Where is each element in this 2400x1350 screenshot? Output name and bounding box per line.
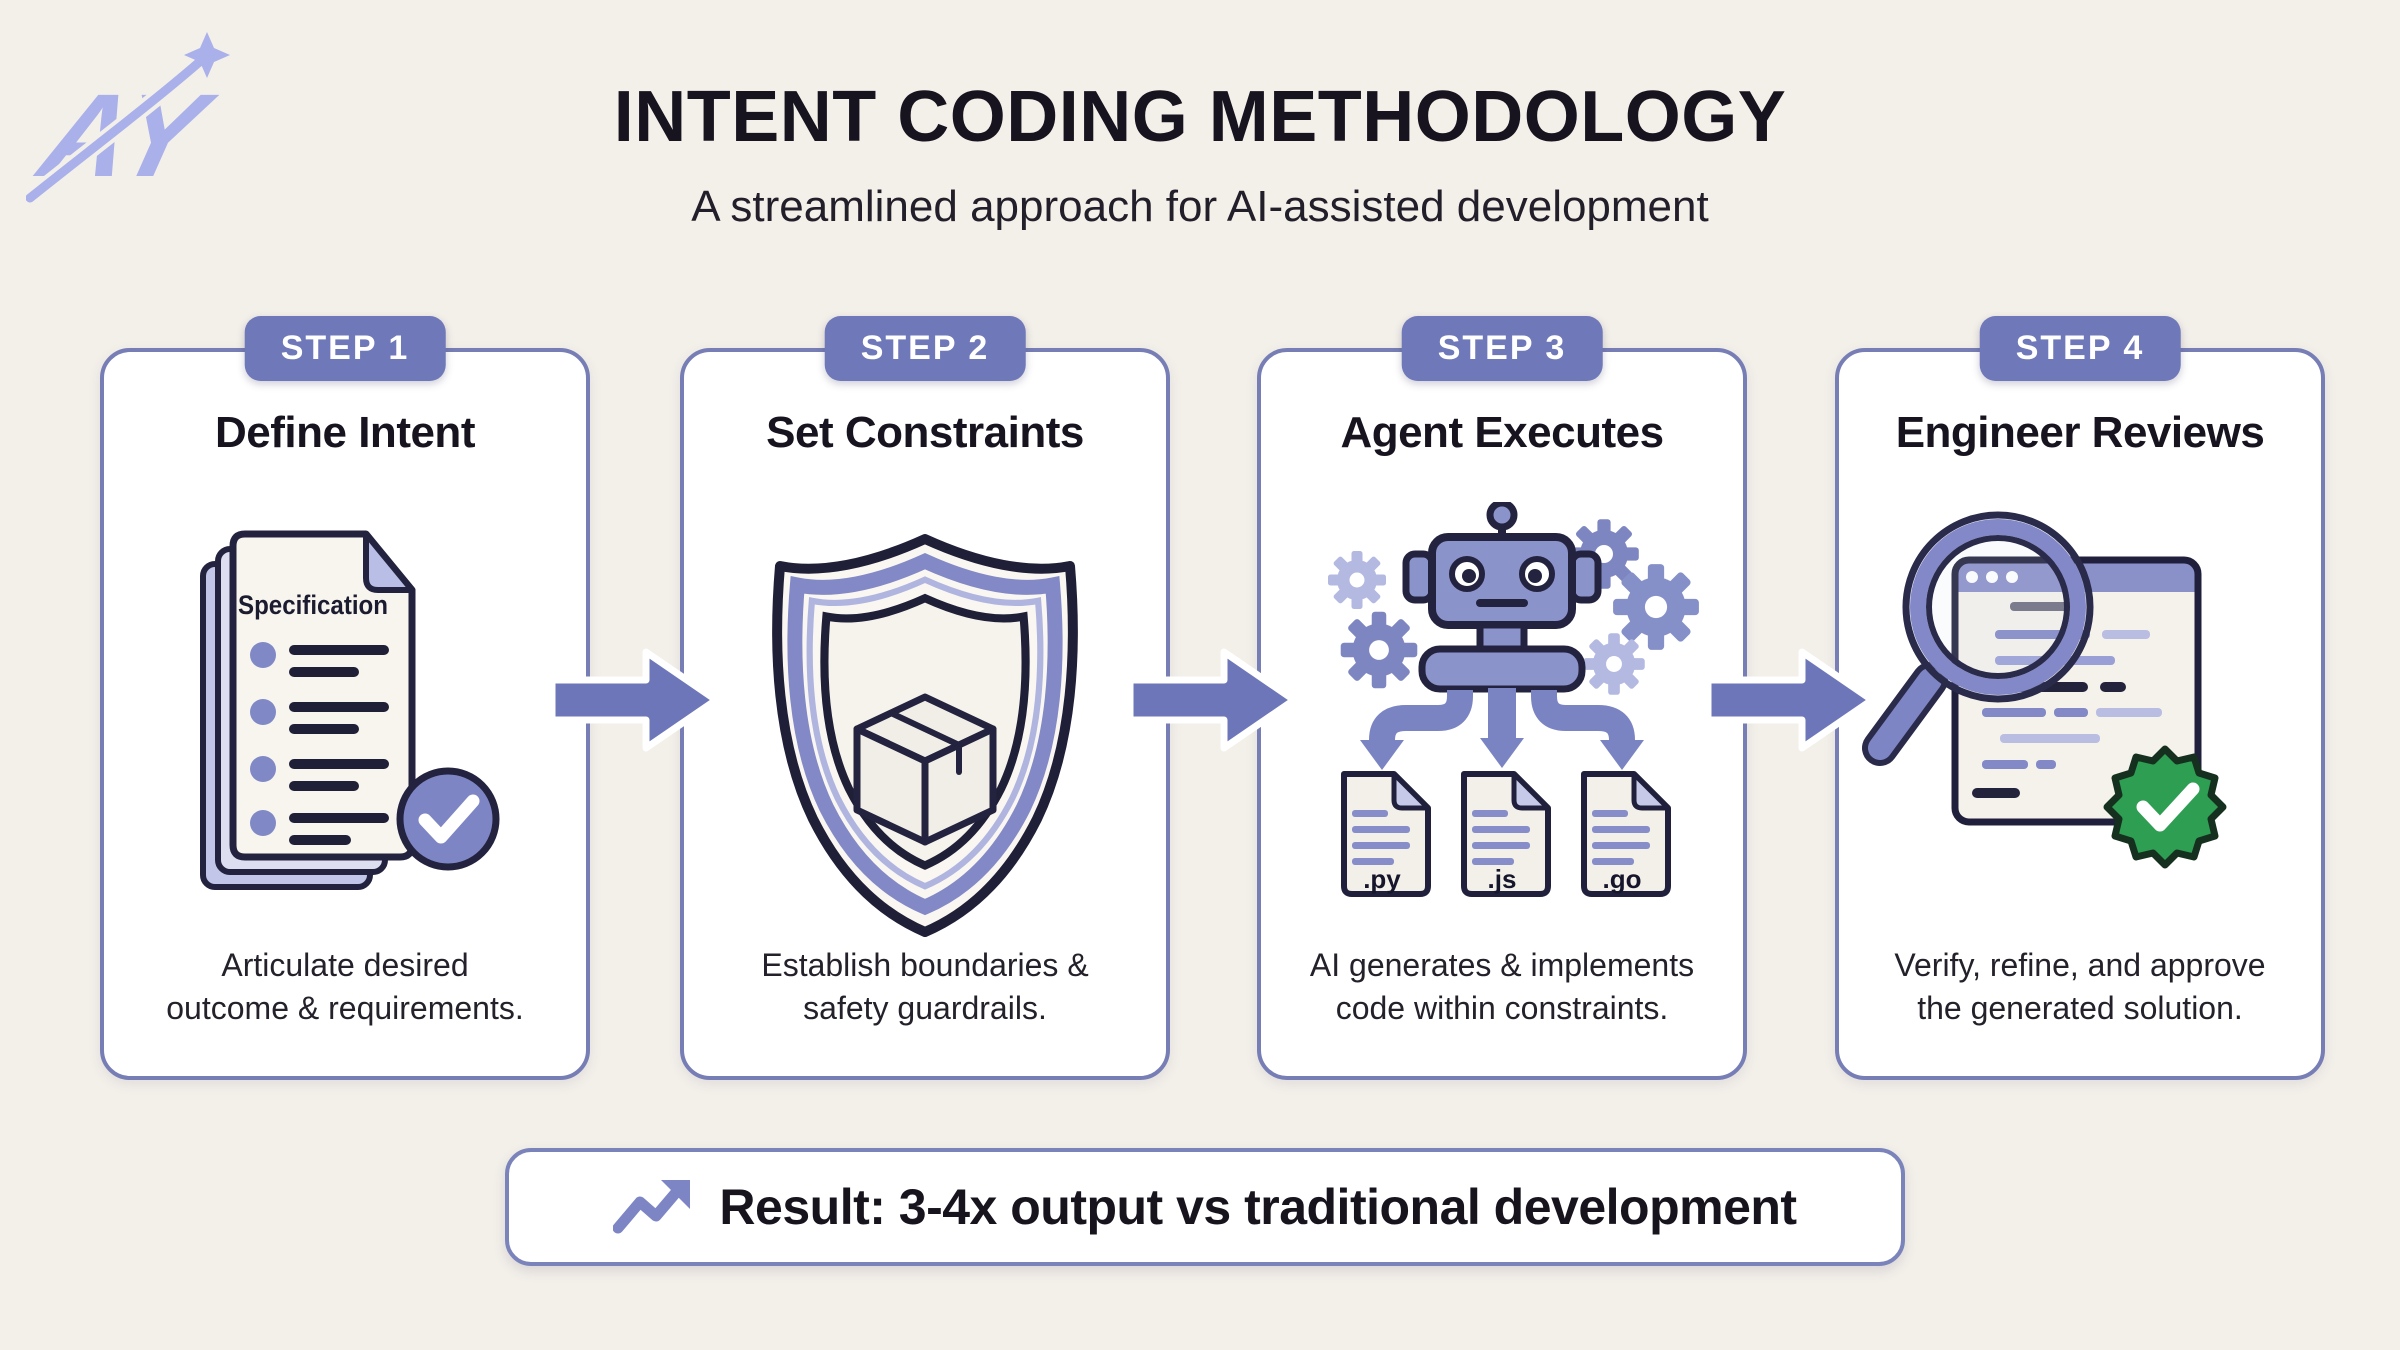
caption-line: Verify, refine, and approve bbox=[1894, 946, 2266, 983]
caption-line: outcome & requirements. bbox=[166, 989, 524, 1026]
step-3-caption: AI generates & implements code within co… bbox=[1279, 944, 1725, 1030]
caption-line: safety guardrails. bbox=[803, 989, 1047, 1026]
file-ext-js: .js bbox=[1488, 864, 1517, 894]
trending-up-icon bbox=[613, 1180, 691, 1234]
result-banner: Result: 3-4x output vs traditional devel… bbox=[505, 1148, 1905, 1266]
robot-gears-icon: .py .js .go bbox=[1328, 502, 1699, 897]
document-label: Specification bbox=[238, 590, 388, 620]
step-card-engineer-reviews: STEP 4 Engineer Reviews bbox=[1835, 316, 2325, 1080]
step-4-caption: Verify, refine, and approve the generate… bbox=[1857, 944, 2303, 1030]
caption-line: the generated solution. bbox=[1917, 989, 2243, 1026]
flow-arrow-icon bbox=[1128, 648, 1298, 752]
shield-box-icon bbox=[772, 534, 1078, 937]
step-2-caption: Establish boundaries & safety guardrails… bbox=[702, 944, 1148, 1030]
step-2-badge: STEP 2 bbox=[824, 316, 1026, 381]
flow-arrow-icon bbox=[1706, 648, 1876, 752]
logo-star-icon bbox=[184, 32, 230, 78]
step-3-title: Agent Executes bbox=[1340, 408, 1664, 457]
specification-document-icon: Specification bbox=[200, 530, 500, 890]
approved-seal-icon bbox=[2103, 745, 2227, 869]
code-file-icons: .py .js .go bbox=[1341, 771, 1671, 897]
file-ext-py: .py bbox=[1363, 864, 1401, 894]
magnifier-code-review-icon bbox=[1862, 511, 2227, 869]
flow-arrow-icon bbox=[550, 648, 720, 752]
brand-logo: AY bbox=[26, 32, 230, 207]
result-text: Result: 3-4x output vs traditional devel… bbox=[719, 1179, 1797, 1235]
robot-icon bbox=[1402, 502, 1602, 693]
step-card-agent-executes: STEP 3 Agent Executes bbox=[1257, 316, 1747, 1080]
magnifier-icon bbox=[1862, 511, 2094, 766]
page-title: INTENT CODING METHODOLOGY bbox=[613, 77, 1787, 157]
check-circle-icon bbox=[396, 767, 500, 871]
step-1-title: Define Intent bbox=[215, 408, 475, 457]
step-1-caption: Articulate desired outcome & requirement… bbox=[122, 944, 568, 1030]
caption-line: AI generates & implements bbox=[1309, 946, 1695, 983]
step-1-badge: STEP 1 bbox=[244, 316, 446, 381]
step-3-badge: STEP 3 bbox=[1401, 316, 1603, 381]
step-2-title: Set Constraints bbox=[766, 408, 1084, 457]
step-card-define-intent: STEP 1 Define Intent Specification bbox=[100, 316, 590, 1080]
caption-line: code within constraints. bbox=[1335, 989, 1669, 1026]
caption-line: Articulate desired bbox=[221, 946, 469, 983]
branch-arrows-icon bbox=[1360, 688, 1644, 770]
step-card-set-constraints: STEP 2 Set Constraints bbox=[680, 316, 1170, 1080]
step-4-title: Engineer Reviews bbox=[1895, 408, 2265, 457]
caption-line: Establish boundaries & bbox=[761, 946, 1089, 983]
logo-swoosh bbox=[26, 53, 209, 203]
box-icon bbox=[853, 693, 997, 846]
page-subtitle: A streamlined approach for AI-assisted d… bbox=[691, 182, 1709, 231]
file-ext-go: .go bbox=[1603, 864, 1642, 894]
step-4-badge: STEP 4 bbox=[1979, 316, 2181, 381]
